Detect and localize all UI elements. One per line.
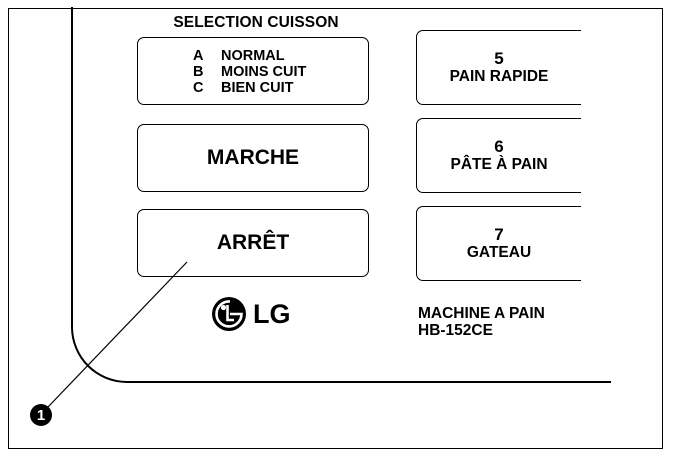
crust-option-letter: C — [193, 80, 204, 96]
crust-option-label: NORMAL — [221, 48, 285, 64]
stop-button[interactable]: ARRÊT — [137, 209, 369, 277]
control-panel — [71, 7, 611, 383]
crust-selection-button[interactable]: A NORMAL B MOINS CUIT C BIEN CUIT — [137, 37, 369, 105]
callout-marker: 1 — [30, 404, 52, 426]
figure-frame — [8, 7, 663, 449]
program-number: 6 — [494, 136, 504, 156]
crust-option-b: B MOINS CUIT — [193, 64, 306, 80]
program-label: PÂTE À PAIN — [450, 155, 548, 173]
brand: LG — [211, 296, 291, 332]
model-line-1: MACHINE A PAIN — [418, 305, 545, 322]
model-label: MACHINE A PAIN HB-152CE — [418, 305, 545, 339]
lg-logo-icon — [212, 297, 246, 331]
program-button-5[interactable]: 5 PAIN RAPIDE — [416, 30, 581, 105]
model-line-2: HB-152CE — [418, 322, 493, 339]
start-button[interactable]: MARCHE — [137, 124, 369, 192]
crust-option-a: A NORMAL — [193, 48, 285, 64]
brand-name: LG — [253, 298, 291, 329]
program-button-7[interactable]: 7 GATEAU — [416, 206, 581, 281]
crust-option-c: C BIEN CUIT — [193, 80, 294, 96]
start-button-label: MARCHE — [206, 146, 300, 169]
program-number: 5 — [494, 48, 504, 68]
program-number: 7 — [494, 224, 504, 244]
program-label: GATEAU — [466, 243, 532, 261]
program-label: PAIN RAPIDE — [449, 67, 549, 85]
selection-title: SELECTION CUISSON — [173, 14, 339, 31]
program-button-6[interactable]: 6 PÂTE À PAIN — [416, 118, 581, 193]
crust-option-letter: A — [193, 48, 204, 64]
crust-option-letter: B — [193, 64, 204, 80]
crust-option-label: MOINS CUIT — [221, 64, 307, 80]
stop-button-label: ARRÊT — [216, 231, 290, 254]
crust-option-label: BIEN CUIT — [221, 80, 294, 96]
callout-line — [47, 261, 188, 408]
